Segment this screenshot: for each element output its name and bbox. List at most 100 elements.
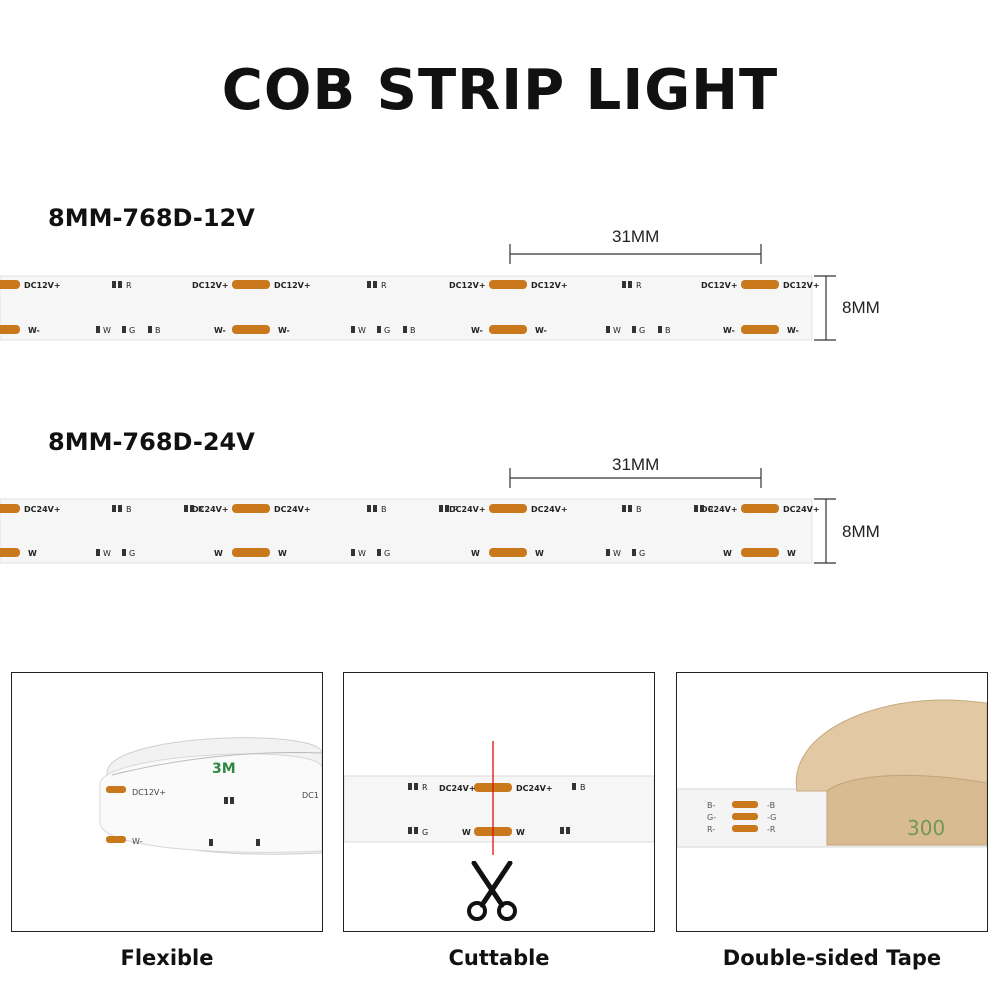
chip-top: [373, 281, 377, 288]
pad-label-top-left: DC12V+: [449, 281, 486, 290]
pad-label-bottom: W-: [535, 326, 547, 335]
pad-label-top-left: DC12V+: [192, 281, 229, 290]
solder-pad-top: [0, 280, 20, 289]
channel-label-bottom: W: [613, 326, 621, 335]
solder-pad-top: [489, 504, 527, 513]
page-title: COB STRIP LIGHT: [221, 58, 779, 123]
svg-text:G: G: [422, 828, 428, 837]
solder-pad-bottom: [741, 548, 779, 557]
solder-pad-bottom: [741, 325, 779, 334]
chip-top: [190, 505, 194, 512]
channel-label-top: R: [636, 281, 642, 290]
chip-bottom: [377, 326, 381, 333]
svg-text:-B: -B: [767, 801, 775, 810]
cuttable-strip-photo: DC24V+ DC24V+ W W R G B: [344, 741, 654, 855]
chip-top: [700, 505, 704, 512]
chip-bottom: [96, 549, 100, 556]
pad-label-bottom: W-: [28, 326, 40, 335]
channel-label-bottom: W: [358, 549, 366, 558]
pad-label-bottom-left: W-: [723, 326, 735, 335]
svg-text:R-: R-: [707, 825, 715, 834]
channel-label-bottom: W: [103, 549, 111, 558]
solder-pad-bottom: [0, 325, 20, 334]
channel-label-bottom: B: [410, 326, 416, 335]
svg-text:W: W: [462, 828, 471, 837]
svg-text:W-: W-: [132, 837, 143, 846]
channel-label-bottom: G: [384, 549, 390, 558]
chip-top: [445, 505, 449, 512]
channel-label-top: B: [381, 505, 387, 514]
chip-bottom: [96, 326, 100, 333]
pad-label-bottom: W: [278, 549, 287, 558]
caption-flexible: Flexible: [120, 946, 214, 970]
chip-top: [184, 505, 188, 512]
chip-top: [628, 281, 632, 288]
channel-label-bottom: G: [639, 326, 645, 335]
solder-pad-top: [232, 504, 270, 513]
chip-bottom: [632, 326, 636, 333]
svg-text:B: B: [580, 783, 586, 792]
pad-label-top: DC24V+: [783, 505, 820, 514]
model-label-12v: 8MM-768D-12V: [48, 204, 255, 232]
channel-label-top: R: [708, 505, 714, 514]
svg-text:3M: 3M: [212, 761, 236, 777]
solder-pad-bottom: [489, 548, 527, 557]
pad-label-bottom: W: [787, 549, 796, 558]
width-label-12v: 8MM: [842, 298, 880, 317]
pad-label-bottom: W-: [787, 326, 799, 335]
chip-top: [694, 505, 698, 512]
svg-text:DC1: DC1: [302, 791, 319, 800]
pad-label-top: DC24V+: [531, 505, 568, 514]
pad-label-bottom-left: W: [214, 549, 223, 558]
chip-top: [118, 281, 122, 288]
tape-photo: B- G- R- -B -G -R 300: [677, 699, 987, 848]
chip-top: [367, 505, 371, 512]
chip-bottom: [122, 549, 126, 556]
solder-pad-bottom: [232, 325, 270, 334]
svg-text:DC12V+: DC12V+: [132, 788, 166, 797]
channel-label-top: R: [381, 281, 387, 290]
channel-label-bottom: G: [129, 326, 135, 335]
pad-label-bottom-left: W: [471, 549, 480, 558]
pad-label-top-left: DC12V+: [701, 281, 738, 290]
pad-label-top: DC12V+: [24, 281, 61, 290]
pad-label-top-left: DC24V+: [449, 505, 486, 514]
pad-label-top: DC12V+: [274, 281, 311, 290]
solder-pad-top: [489, 280, 527, 289]
pad-label-top: DC24V+: [274, 505, 311, 514]
channel-label-bottom: W: [103, 326, 111, 335]
chip-bottom: [377, 549, 381, 556]
chip-bottom: [148, 326, 152, 333]
strip-diagram-24v: DC24V+ W DC24V+ W DC24V+ W DC24V+ W DC24V+ W DC24V…: [0, 468, 836, 564]
scissors-icon: [467, 861, 517, 921]
solder-pad-bottom: [232, 548, 270, 557]
svg-text:B-: B-: [707, 801, 715, 810]
chip-bottom: [351, 549, 355, 556]
svg-text:DC24V+: DC24V+: [439, 784, 476, 793]
solder-pad-bottom: [0, 548, 20, 557]
channel-label-bottom: B: [155, 326, 161, 335]
pad-label-top: DC12V+: [531, 281, 568, 290]
channel-label-bottom: B: [665, 326, 671, 335]
pad-label-bottom: W: [535, 549, 544, 558]
chip-top: [628, 505, 632, 512]
cuttable-panel: DC24V+ DC24V+ W W R G B: [343, 672, 655, 932]
pad-label-top: DC24V+: [24, 505, 61, 514]
channel-label-bottom: W: [613, 549, 621, 558]
chip-top: [112, 281, 116, 288]
pad-label-top-left: DC24V+: [701, 505, 738, 514]
svg-text:-G: -G: [767, 813, 776, 822]
pad-label-bottom-left: W-: [471, 326, 483, 335]
svg-text:-R: -R: [767, 825, 776, 834]
chip-top: [373, 505, 377, 512]
svg-text:G-: G-: [707, 813, 716, 822]
strip-diagram-12v: DC12V+ W- DC12V+ W- DC12V+ W- DC12V+ W- DC12V+ W-…: [0, 244, 836, 341]
caption-double-sided-tape: Double-sided Tape: [722, 946, 942, 970]
chip-bottom: [658, 326, 662, 333]
channel-label-bottom: G: [639, 549, 645, 558]
chip-bottom: [403, 326, 407, 333]
channel-label-top: R: [126, 281, 132, 290]
pad-label-top: DC12V+: [783, 281, 820, 290]
svg-text:300: 300: [907, 816, 945, 840]
channel-label-bottom: W: [358, 326, 366, 335]
